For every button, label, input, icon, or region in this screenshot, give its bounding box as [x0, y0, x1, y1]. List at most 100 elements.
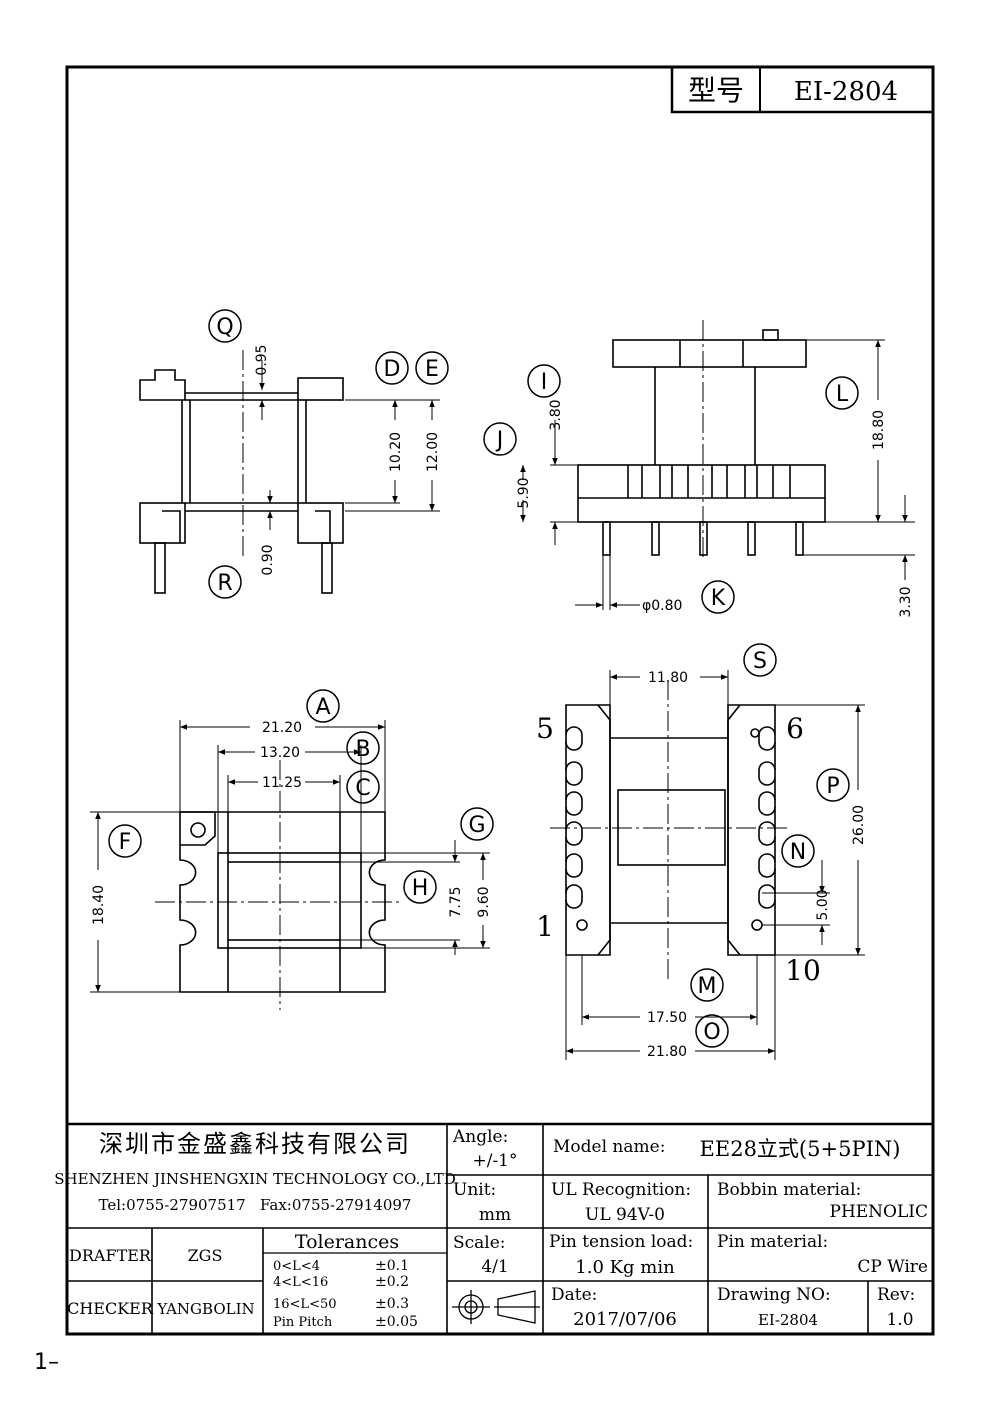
model-name-value: EE28立式(5+5PIN) [700, 1137, 901, 1161]
callout-o: O [695, 1014, 729, 1048]
tolerance-value: ±0.05 [375, 1314, 418, 1330]
drawing-number-label: Drawing NO: [717, 1285, 831, 1305]
top-left-side-view [139, 350, 344, 594]
svg-text:J: J [495, 428, 504, 453]
callout-b: B [346, 731, 380, 765]
unit-label: Unit: [453, 1180, 496, 1200]
bottom-left-top-view [155, 760, 400, 1010]
tolerance-range: Pin Pitch [273, 1315, 333, 1330]
top-right-front-view [577, 320, 826, 560]
dim-17.50: 17.50 [647, 1010, 687, 1026]
angle-value: +/-1° [472, 1151, 517, 1171]
bottom-right-dims [565, 670, 865, 1060]
drafter-value: ZGS [188, 1246, 223, 1265]
svg-text:H: H [412, 876, 429, 901]
dim-5.90: 5.90 [516, 477, 532, 508]
sheet-border [65, 65, 935, 1336]
svg-text:C: C [355, 776, 370, 801]
dim-10.20: 10.20 [388, 432, 404, 472]
svg-text:E: E [425, 357, 439, 382]
company-name-en: SHENZHEN JINSHENGXIN TECHNOLOGY CO.,LTD [54, 1170, 456, 1188]
dim-0.95: 0.95 [254, 344, 270, 375]
dim-7.75: 7.75 [448, 886, 464, 917]
tolerance-value: ±0.2 [375, 1274, 409, 1290]
company-name-cn: 深圳市金盛鑫科技有限公司 [99, 1130, 411, 1158]
pin-number-5: 5 [536, 712, 554, 745]
dim-26.00: 26.00 [851, 805, 867, 845]
company-contact: Tel:0755-27907517 Fax:0755-27914097 [99, 1196, 412, 1214]
tolerance-value: ±0.1 [375, 1258, 409, 1274]
dim-0.90: 0.90 [260, 544, 276, 575]
scale-label: Scale: [453, 1233, 506, 1253]
projection-symbol [452, 1290, 540, 1324]
dim-9.60: 9.60 [476, 886, 492, 917]
callout-p: P [816, 768, 850, 802]
model-key-label: 型号 [688, 74, 744, 107]
svg-text:D: D [384, 357, 401, 382]
svg-text:M: M [698, 974, 717, 999]
model-header: 型号 EI-2804 [670, 65, 935, 114]
dim-12.00: 12.00 [425, 432, 441, 472]
dim-21.80: 21.80 [647, 1044, 687, 1060]
model-name-label: Model name: [553, 1137, 665, 1157]
svg-text:B: B [355, 737, 370, 762]
svg-text:N: N [790, 840, 806, 865]
svg-text:R: R [217, 571, 232, 596]
top-left-dims [259, 360, 440, 530]
page-number: 1– [34, 1350, 59, 1375]
callout-l: L [825, 376, 859, 410]
date-value: 2017/07/06 [573, 1309, 677, 1330]
svg-text:A: A [315, 695, 330, 720]
callout-q: Q [208, 309, 242, 343]
angle-label: Angle: [452, 1127, 508, 1147]
callout-r: R [208, 565, 242, 599]
dim-13.20: 13.20 [260, 745, 300, 761]
pin-number-1: 1 [536, 910, 554, 943]
model-value-label: EI-2804 [794, 77, 898, 107]
svg-text:K: K [711, 586, 726, 611]
ul-recognition-label: UL Recognition: [551, 1180, 691, 1200]
svg-text:I: I [541, 370, 548, 395]
unit-value: mm [479, 1205, 511, 1225]
svg-text:G: G [468, 813, 485, 838]
top-right-dims [520, 339, 915, 610]
callout-a: A [306, 689, 340, 723]
svg-text:P: P [826, 774, 839, 799]
callout-e: E [415, 351, 449, 385]
callout-s: S [743, 643, 777, 677]
callout-m: M [690, 968, 724, 1002]
dim-5.00: 5.00 [815, 889, 831, 920]
svg-text:Q: Q [216, 315, 233, 340]
tolerance-range: 16<L<50 [273, 1297, 337, 1312]
revision-label: Rev: [877, 1285, 915, 1305]
tolerance-range: 4<L<16 [273, 1275, 328, 1290]
revision-value: 1.0 [886, 1310, 913, 1330]
date-label: Date: [551, 1285, 597, 1305]
tolerances-title: Tolerances [295, 1231, 399, 1253]
callout-k: K [701, 580, 735, 614]
scale-value: 4/1 [481, 1257, 508, 1277]
dim-18.40: 18.40 [91, 885, 107, 925]
checker-value: YANGBOLIN [156, 1300, 254, 1318]
pin-tension-label: Pin tension load: [549, 1232, 693, 1252]
svg-text:S: S [753, 649, 767, 674]
callout-g: G [460, 807, 494, 841]
svg-text:L: L [836, 382, 849, 407]
dim-pin-diameter: φ0.80 [642, 598, 682, 614]
bottom-right-bottom-view [550, 680, 790, 980]
callout-h: H [403, 870, 437, 904]
checker-label: CHECKER [67, 1299, 154, 1318]
dim-18.80: 18.80 [871, 410, 887, 450]
pin-tension-value: 1.0 Kg min [575, 1257, 675, 1278]
title-block [67, 1122, 933, 1334]
callout-c: C [346, 770, 380, 804]
callout-d: D [375, 351, 409, 385]
drafter-label: DRAFTER [69, 1246, 152, 1265]
bobbin-material-label: Bobbin material: [717, 1180, 861, 1200]
dim-11.25: 11.25 [262, 775, 302, 791]
callout-f: F [108, 824, 142, 858]
svg-text:F: F [119, 830, 132, 855]
callout-i: I [527, 364, 561, 398]
ul-recognition-value: UL 94V-0 [585, 1205, 665, 1225]
